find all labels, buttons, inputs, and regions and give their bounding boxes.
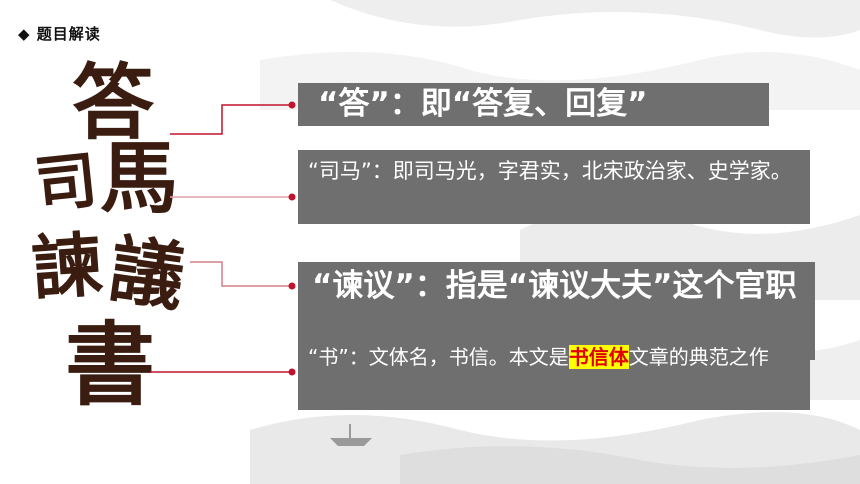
- connector-dot: [288, 368, 296, 376]
- connector-line-da: [170, 104, 292, 135]
- box-sima: “司马”：即司马光，字君实，北宋政治家、史学家。: [298, 150, 810, 224]
- calligraphy-title: 答 司 馬 諫 議 書: [29, 55, 215, 422]
- box-sima-text: “司马”：即司马光，字君实，北宋政治家、史学家。: [308, 159, 792, 183]
- box-shu-text-after: 文章的典范之作: [628, 345, 769, 369]
- calligraphy-char: 答: [72, 55, 155, 151]
- calligraphy-char: 馬: [100, 133, 179, 224]
- highlight-genre: 书信体: [568, 345, 629, 369]
- connector-dot: [288, 193, 296, 201]
- connector-dot: [288, 282, 296, 290]
- box-da-text: “答”：即“答复、回复”: [318, 86, 648, 122]
- box-shu: “书”：文体名，书信。本文是书信体文章的典范之作: [298, 339, 810, 410]
- connector-line-jianyi: [190, 261, 292, 287]
- box-shu-text-before: “书”：文体名，书信。本文是: [308, 345, 569, 369]
- section-title: 题目解读: [36, 25, 101, 43]
- connector-dot: [288, 101, 296, 109]
- calligraphy-char: 書: [65, 312, 155, 418]
- box-shu-text: “书”：文体名，书信。本文是书信体文章的典范之作: [298, 339, 810, 373]
- box-da: “答”：即“答复、回复”: [298, 83, 769, 126]
- diamond-bullet-icon: ◆: [18, 25, 31, 43]
- box-jianyi-text: “谏议”：指是“谏议大夫”这个官职: [312, 268, 797, 304]
- section-header: ◆ 题目解读: [18, 23, 101, 44]
- boat-icon: [330, 424, 372, 446]
